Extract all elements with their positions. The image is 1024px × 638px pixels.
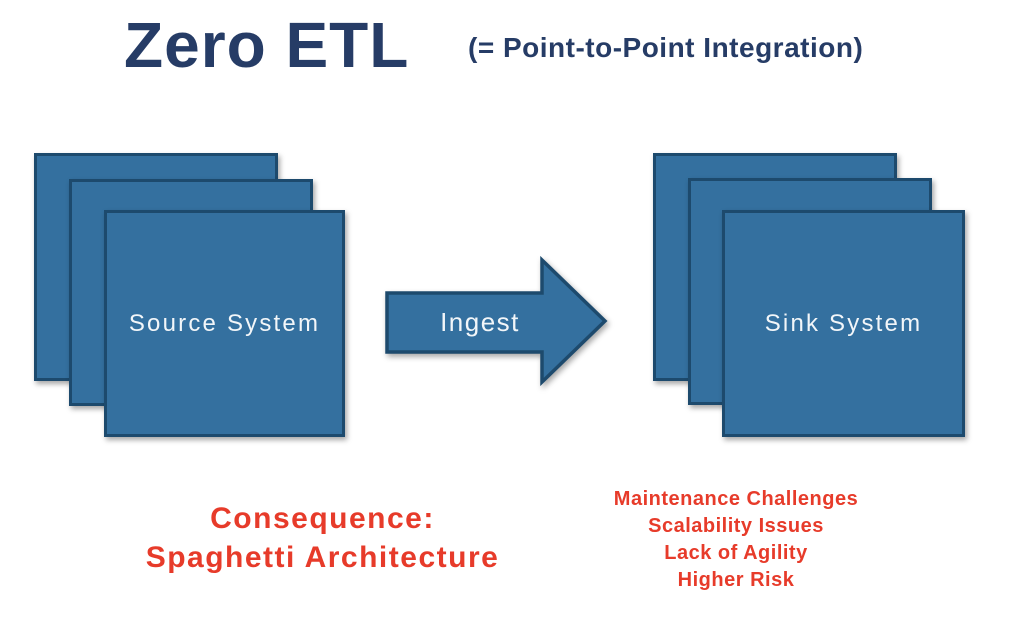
risk-item: Maintenance Challenges [613, 488, 859, 510]
risk-item: Higher Risk [677, 569, 795, 591]
risk-list: Maintenance Challenges Scalability Issue… [555, 486, 917, 594]
risk-item: Lack of Agility [664, 542, 808, 564]
page-title: Zero ETL [124, 9, 410, 81]
ingest-label: Ingest [440, 307, 520, 337]
right-arrow-shape [385, 255, 608, 387]
subtitle: (= Point-to-Point Integration) [468, 32, 864, 63]
consequence-heading: Consequence: [210, 502, 435, 535]
source-card-front: Source System [104, 210, 345, 437]
consequence-block: Consequence: Spaghetti Architecture [120, 499, 525, 577]
sink-system-label: Sink System [764, 309, 923, 337]
risk-item: Scalability Issues [648, 515, 824, 537]
source-system-label: Source System [128, 309, 321, 337]
consequence-text: Spaghetti Architecture [145, 541, 500, 574]
ingest-arrow [385, 255, 608, 387]
sink-card-front: Sink System [722, 210, 965, 437]
